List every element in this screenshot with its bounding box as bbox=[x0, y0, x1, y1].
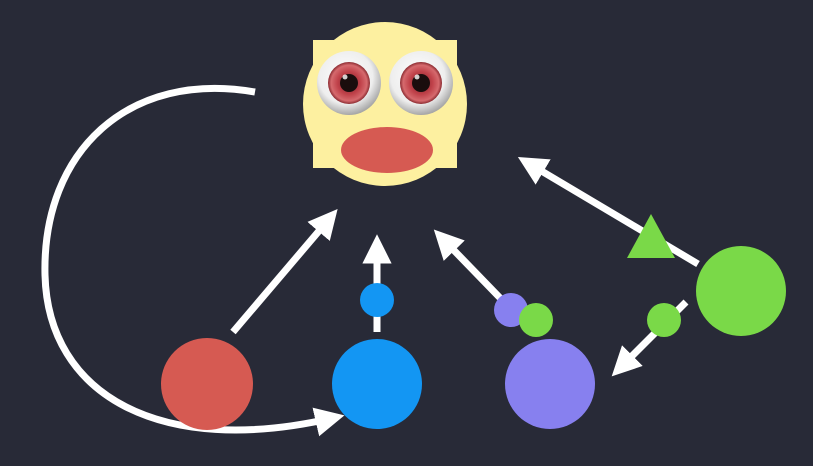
green-triangle-token bbox=[627, 214, 675, 258]
left-eye-icon bbox=[317, 51, 381, 115]
green-small-token bbox=[647, 303, 681, 337]
face-icon bbox=[303, 22, 467, 186]
green-token bbox=[519, 303, 553, 337]
nodes-group bbox=[161, 246, 786, 430]
purple-to-face-arrow bbox=[433, 229, 507, 305]
right-eye-icon bbox=[389, 51, 453, 115]
mouth-shape bbox=[341, 127, 433, 173]
green-to-face-arrow bbox=[517, 156, 700, 268]
blue-token bbox=[360, 283, 394, 317]
red-to-face-arrow bbox=[230, 209, 338, 335]
green-node bbox=[696, 246, 786, 336]
blue-node bbox=[332, 339, 422, 429]
tokens-group bbox=[360, 214, 681, 337]
purple-node bbox=[505, 339, 595, 429]
red-node bbox=[161, 338, 253, 430]
